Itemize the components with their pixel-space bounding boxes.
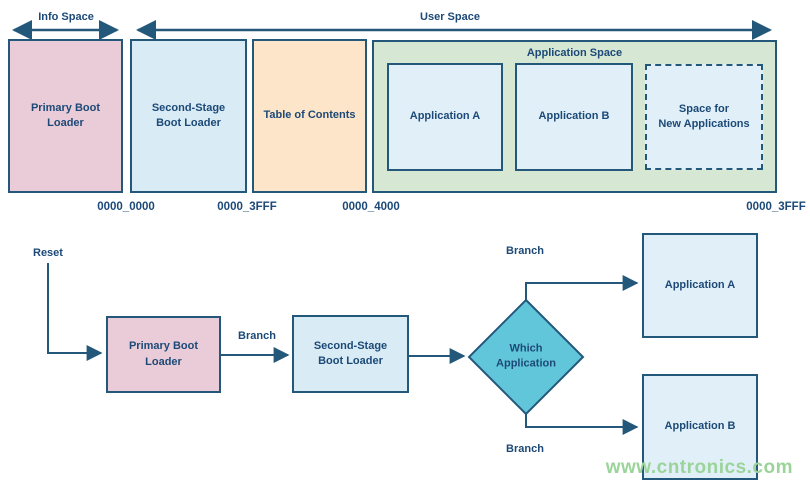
watermark: www.cntronics.com bbox=[605, 457, 793, 478]
address-0000-4000: 0000_4000 bbox=[342, 201, 400, 213]
memory-block-space-for-new-applications: Space for New Applications bbox=[645, 64, 763, 170]
flow-node-application-a: Application A bbox=[642, 233, 758, 338]
address-0000-3fff: 0000_3FFF bbox=[217, 201, 277, 213]
reset-label: Reset bbox=[33, 247, 63, 259]
info-space-label: Info Space bbox=[38, 11, 94, 23]
address-0000-3fff-end: 0000_3FFF bbox=[746, 201, 806, 213]
memory-block-application-a: Application A bbox=[387, 63, 503, 171]
memory-block-table-of-contents: Table of Contents bbox=[252, 39, 367, 193]
reset-connector bbox=[47, 263, 103, 361]
memory-block-primary-boot-loader: Primary Boot Loader bbox=[8, 39, 123, 193]
address-0000-0000: 0000_0000 bbox=[97, 201, 155, 213]
memory-block-application-b: Application B bbox=[515, 63, 633, 171]
flow-node-application-b: Application B bbox=[642, 374, 758, 480]
branch-label-3: Branch bbox=[506, 443, 544, 455]
decision-label: Which Application bbox=[496, 342, 556, 370]
application-space-label: Application Space bbox=[526, 47, 623, 59]
flow-node-primary-boot-loader: Primary Boot Loader bbox=[106, 316, 221, 393]
user-space-label: User Space bbox=[420, 11, 480, 23]
flow-node-second-stage-boot-loader: Second-Stage Boot Loader bbox=[292, 315, 409, 393]
decision-diamond bbox=[467, 298, 585, 416]
memory-block-second-stage-boot-loader: Second-Stage Boot Loader bbox=[130, 39, 247, 193]
decision-to-appB-connector bbox=[525, 414, 639, 435]
decision-to-appA-connector bbox=[525, 275, 639, 300]
branch-label-2: Branch bbox=[506, 245, 544, 257]
application-space-container: Application Space Application A Applicat… bbox=[372, 40, 777, 193]
branch-label-1: Branch bbox=[238, 330, 276, 342]
